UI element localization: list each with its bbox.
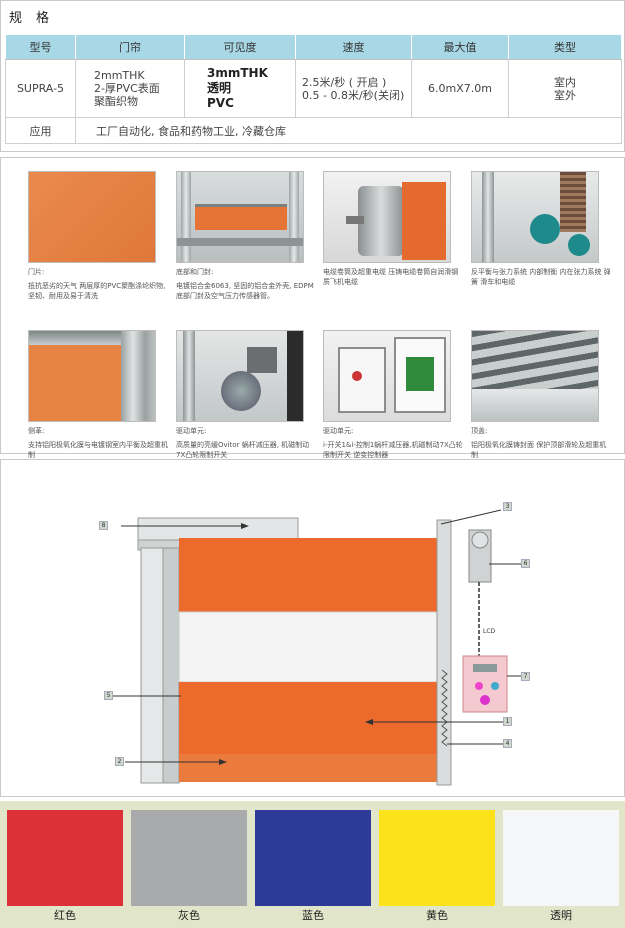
- component-caption: 抵抗恶劣的天气 两层厚的PVC聚酯涤纶织物, 坚韧、耐用及易于清洗: [28, 282, 166, 300]
- component-title: 驱动单元:: [323, 427, 354, 435]
- component-caption: 电缆卷筒及超重电缆 压铸电缆卷筒自润滑钢质飞机电缆: [323, 268, 459, 286]
- component-curtain: 门片: 抵抗恶劣的天气 两层厚的PVC聚酯涤纶织物, 坚韧、耐用及易于清洗: [28, 171, 176, 301]
- curtain-line: 2-厚PVC表面: [94, 82, 160, 95]
- spec-section: 规格 型号 门帘 可见度 速度 最大值 类型 SUPRA-5 2mmTHK 2-…: [0, 0, 625, 152]
- swatch-gray: [131, 810, 247, 906]
- curtain-cell: 2mmTHK 2-厚PVC表面 聚酯织物: [75, 59, 185, 118]
- type-line: 室内: [554, 75, 576, 89]
- swatch-label: 蓝色: [302, 909, 324, 922]
- header-curtain: 门帘: [75, 34, 185, 60]
- component-side-frame: 侧革: 支持铝阳极氧化膜与电镀钢室内平衡及超重机制: [28, 330, 176, 460]
- diagram-label: 2: [115, 757, 124, 766]
- diagram-label: 3: [503, 502, 512, 511]
- component-caption: 支持铝阳极氧化膜与电镀钢室内平衡及超重机制: [28, 441, 168, 459]
- diagram-label: 6: [521, 559, 530, 568]
- spec-title: 规格: [9, 11, 64, 26]
- spec-body-row: SUPRA-5 2mmTHK 2-厚PVC表面 聚酯织物 3mmTHK 透明 P…: [5, 59, 622, 118]
- side-frame-photo: [28, 330, 156, 422]
- spec-header-row: 型号 门帘 可见度 速度 最大值 类型: [5, 34, 622, 60]
- color-options-section: 红色 灰色 蓝色 黄色 透明: [0, 801, 625, 928]
- swatch-label: 黄色: [426, 909, 448, 922]
- application-text: 工厂自动化, 食品和药物工业, 冷藏仓库: [75, 117, 622, 144]
- top-cover-photo: [471, 330, 599, 422]
- header-model: 型号: [5, 34, 76, 60]
- component-caption: 反平衡与张力系统 内部制衡 内在张力系统 弹簧 滑车和电缆: [471, 268, 611, 286]
- max-size-cell: 6.0mX7.0m: [411, 59, 509, 118]
- diagram-label: 4: [503, 739, 512, 748]
- swatch-yellow: [379, 810, 495, 906]
- component-balance-system: 反平衡与张力系统 内部制衡 内在张力系统 弹簧 滑车和电缆: [471, 171, 619, 287]
- component-caption: i-开关1&i-控制1蜗杆减压器,机磁制动7X凸轮限制开关 逆变控制器: [323, 441, 463, 459]
- header-max: 最大值: [411, 34, 509, 60]
- component-caption: 电镀铝合金6063, 坚固的铝合金外壳, EDPM底部门封及空气压力传感器管。: [176, 282, 314, 300]
- components-section: 门片: 抵抗恶劣的天气 两层厚的PVC聚酯涤纶织物, 坚韧、耐用及易于清洗 底部…: [0, 157, 625, 459]
- speed-cell: 2.5米/秒 ( 开启 ) 0.5 - 0.8米/秒(关闭): [295, 59, 412, 118]
- control-box-photo: [323, 330, 451, 422]
- component-title: 门片:: [28, 268, 45, 276]
- door-diagram: [113, 509, 521, 786]
- speed-line: 2.5米/秒 ( 开启 ): [302, 75, 387, 89]
- speed-line: 0.5 - 0.8米/秒(关闭): [302, 88, 405, 102]
- application-label: 应用: [5, 117, 76, 144]
- swatch-label: 红色: [54, 909, 76, 922]
- diagram-label: 7: [521, 672, 530, 681]
- header-visibility: 可见度: [184, 34, 296, 60]
- visibility-cell: 3mmTHK 透明 PVC: [184, 59, 296, 118]
- component-bottom-seal: 底部和门封: 电镀铝合金6063, 坚固的铝合金外壳, EDPM底部门封及空气压…: [176, 171, 324, 301]
- header-type: 类型: [508, 34, 622, 60]
- component-drive-unit-2: 驱动单元: i-开关1&i-控制1蜗杆减压器,机磁制动7X凸轮限制开关 逆变控制…: [323, 330, 471, 460]
- component-caption: 铝阳极氧化膜铸封面 保护顶部滑轮及超重机制: [471, 441, 607, 459]
- swatch-red: [7, 810, 123, 906]
- component-title: 顶盖:: [471, 427, 488, 435]
- diagram-label: 1: [503, 717, 512, 726]
- type-line: 室外: [554, 88, 576, 102]
- diagram-label: 5: [104, 691, 113, 700]
- curtain-line: 2mmTHK: [94, 69, 145, 82]
- component-drive-unit-1: 驱动单元: 高质量的亮缓Ovitor 蜗杆减压器, 机磁制动 7X凸轮限制开关: [176, 330, 324, 460]
- header-speed: 速度: [295, 34, 412, 60]
- bottom-seal-photo: [176, 171, 304, 263]
- component-top-cover: 顶盖: 铝阳极氧化膜铸封面 保护顶部滑轮及超重机制: [471, 330, 619, 460]
- spec-table: 型号 门帘 可见度 速度 最大值 类型 SUPRA-5 2mmTHK 2-厚PV…: [5, 34, 622, 144]
- drive-unit-photo: [176, 330, 304, 422]
- curtain-line: 聚酯织物: [94, 95, 138, 108]
- component-title: 侧革:: [28, 427, 45, 435]
- door-diagram-section: 8 3 6 7 1 4 5 2 LCD: [0, 459, 625, 797]
- component-caption: 高质量的亮缓Ovitor 蜗杆减压器, 机磁制动 7X凸轮限制开关: [176, 441, 310, 459]
- swatch-label: 灰色: [178, 909, 200, 922]
- model-cell: SUPRA-5: [5, 59, 76, 118]
- swatch-clear: [503, 810, 619, 906]
- swatch-blue: [255, 810, 371, 906]
- component-title: 底部和门封:: [176, 268, 214, 276]
- visibility-line: 3mmTHK: [207, 66, 268, 80]
- spec-application-row: 应用 工厂自动化, 食品和药物工业, 冷藏仓库: [5, 117, 622, 144]
- type-cell: 室内 室外: [508, 59, 622, 118]
- swatch-label: 透明: [550, 909, 572, 922]
- visibility-line: PVC: [207, 96, 234, 110]
- visibility-line: 透明: [207, 81, 232, 95]
- component-title: 驱动单元:: [176, 427, 207, 435]
- lcd-label: LCD: [483, 628, 496, 635]
- curtain-photo: [28, 171, 156, 263]
- balance-system-photo: [471, 171, 599, 263]
- cable-drum-photo: [323, 171, 451, 263]
- diagram-label: 8: [99, 521, 108, 530]
- component-cable-drum: 电缆卷筒及超重电缆 压铸电缆卷筒自润滑钢质飞机电缆: [323, 171, 471, 287]
